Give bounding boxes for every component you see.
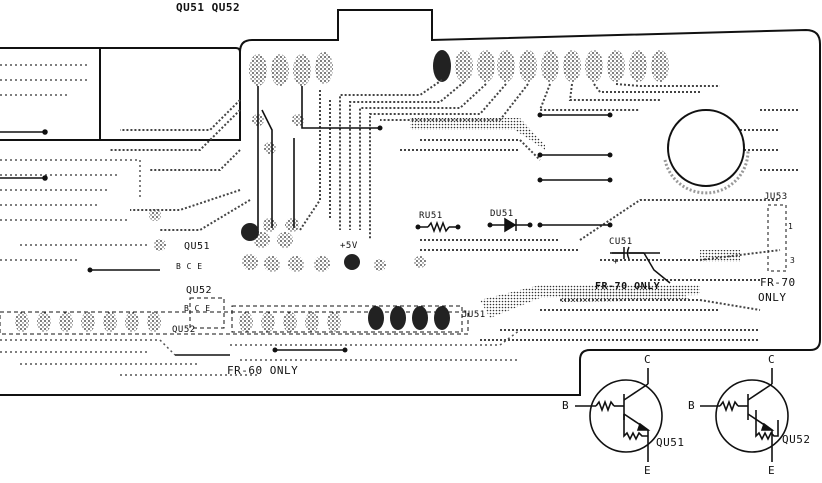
ju53-label: JU53 xyxy=(764,192,788,202)
qu51-label: QU51 xyxy=(184,241,211,252)
ju53-pin3: 3 xyxy=(790,256,796,265)
cu51-plus: + xyxy=(613,257,619,267)
fr70-only-side-line1: FR-70 xyxy=(760,276,796,289)
qu51-base-label: B xyxy=(562,399,570,412)
qu52-emitter-label: E xyxy=(768,464,776,477)
center-pads xyxy=(149,114,426,272)
cu51-capacitor xyxy=(612,246,671,284)
left-traces xyxy=(0,64,150,261)
fr70-only-side-line2: ONLY xyxy=(758,291,787,304)
qu52-collector-label: C xyxy=(768,353,776,366)
connector-pads xyxy=(15,312,341,332)
pin-row-a: B C E xyxy=(176,262,203,271)
qu52-symbol-label: QU52 xyxy=(782,433,811,446)
qu52-small-label: QU52 xyxy=(172,325,196,335)
mounting-hole xyxy=(667,109,745,187)
qu52-label: QU52 xyxy=(186,285,213,296)
ju53-outline xyxy=(767,204,787,272)
du51-diode xyxy=(490,217,530,233)
fr60-only: FR-60 ONLY xyxy=(227,364,299,377)
du51-label: DU51 xyxy=(490,209,514,219)
cu51-label: CU51 xyxy=(609,237,633,247)
fan-traces xyxy=(110,79,800,341)
plus5v-label: +5V xyxy=(340,241,358,251)
ju53-pin1: 1 xyxy=(788,222,794,231)
top-label: QU51 QU52 xyxy=(176,1,241,14)
qu51-collector-label: C xyxy=(644,353,652,366)
bus-bands xyxy=(410,118,740,318)
connector-inner-outline xyxy=(231,305,463,333)
qu51-emitter-label: E xyxy=(644,464,652,477)
pin-row-b: B C E xyxy=(184,304,211,313)
qu51-symbol-label: QU51 xyxy=(656,436,685,449)
solid-traces xyxy=(90,86,660,356)
connector-outline xyxy=(0,311,469,335)
upper-pads-right xyxy=(433,50,669,82)
qu52-base-label: B xyxy=(688,399,696,412)
ju51-label: JU51 xyxy=(462,310,486,320)
board-outline xyxy=(0,9,821,396)
qu52-outline xyxy=(189,297,225,329)
transistor-qu51-symbol xyxy=(575,368,663,462)
ru51-resistor xyxy=(418,220,458,234)
upper-pads-left xyxy=(249,52,333,86)
fr70-only-board: FR-70 ONLY xyxy=(595,281,661,292)
transistor-qu52-symbol xyxy=(700,368,789,462)
ru51-label: RU51 xyxy=(419,211,443,221)
